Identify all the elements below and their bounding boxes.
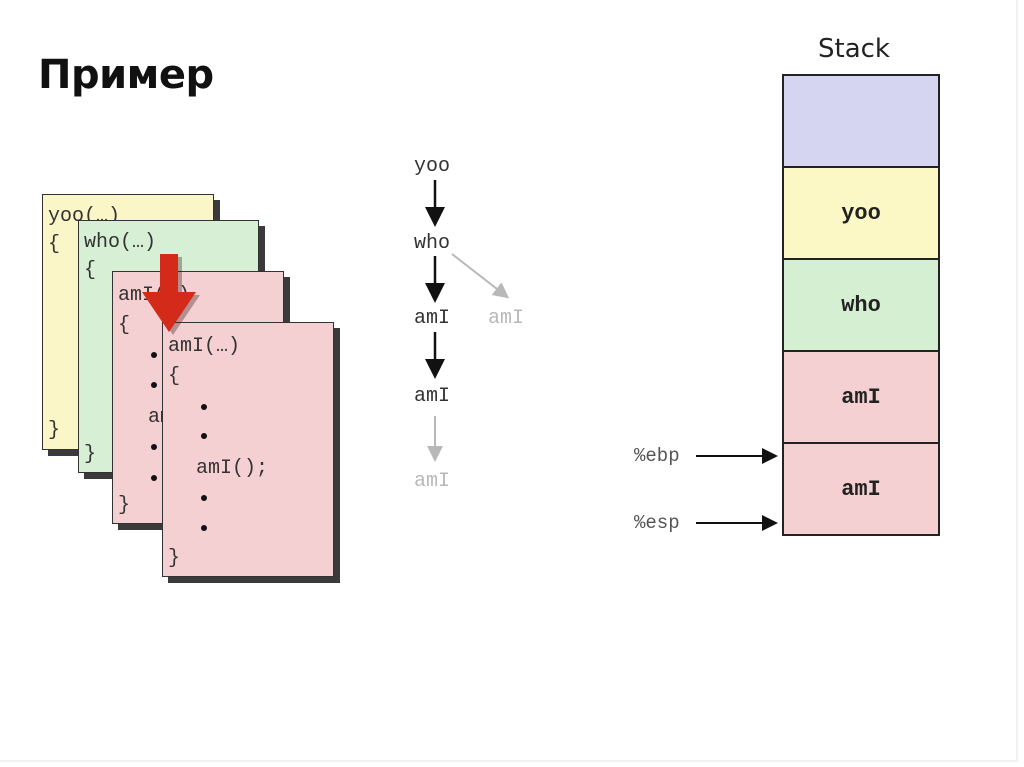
code-card-ami-inner: amI(…) { amI(); }: [162, 322, 334, 577]
bullet: [151, 475, 157, 481]
bullet: [201, 525, 207, 531]
bullet: [201, 433, 207, 439]
stack-frame-yoo: yoo: [784, 168, 938, 260]
register-ebp-label: %ebp: [634, 445, 680, 467]
code-line: amI();: [196, 457, 269, 480]
register-esp-label: %esp: [634, 512, 680, 534]
stack: yoo who amI amI: [782, 74, 940, 536]
tree-edge: [451, 253, 510, 299]
stack-frame-caller: [784, 76, 938, 168]
code-line: }: [118, 494, 131, 517]
code-line: {: [168, 365, 181, 388]
bullet: [151, 444, 157, 450]
tree-node-ami: amI: [414, 307, 451, 330]
bullet: [151, 352, 157, 358]
code-line: }: [84, 443, 97, 466]
stack-frame-who: who: [784, 260, 938, 352]
tree-node-yoo: yoo: [414, 155, 451, 178]
recursive-call-arrow-icon: [142, 254, 200, 335]
code-line: }: [48, 419, 61, 442]
code-line: amI(…): [168, 335, 241, 358]
bullet: [201, 495, 207, 501]
tree-node-ami-faded: amI: [414, 470, 451, 493]
stack-title: Stack: [818, 34, 890, 64]
stack-frame-ami-current: amI: [784, 444, 938, 534]
bullet: [201, 404, 207, 410]
bullet: [151, 382, 157, 388]
code-line: who(…): [84, 231, 157, 254]
tree-node-ami: amI: [414, 385, 451, 408]
tree-node-ami-faded: amI: [488, 307, 525, 330]
stack-frame-ami: amI: [784, 352, 938, 444]
tree-node-who: who: [414, 232, 451, 255]
code-line: {: [118, 314, 131, 337]
code-line: }: [168, 547, 181, 570]
code-line: {: [48, 233, 61, 256]
slide-title: Пример: [38, 52, 214, 98]
code-line: {: [84, 259, 97, 282]
